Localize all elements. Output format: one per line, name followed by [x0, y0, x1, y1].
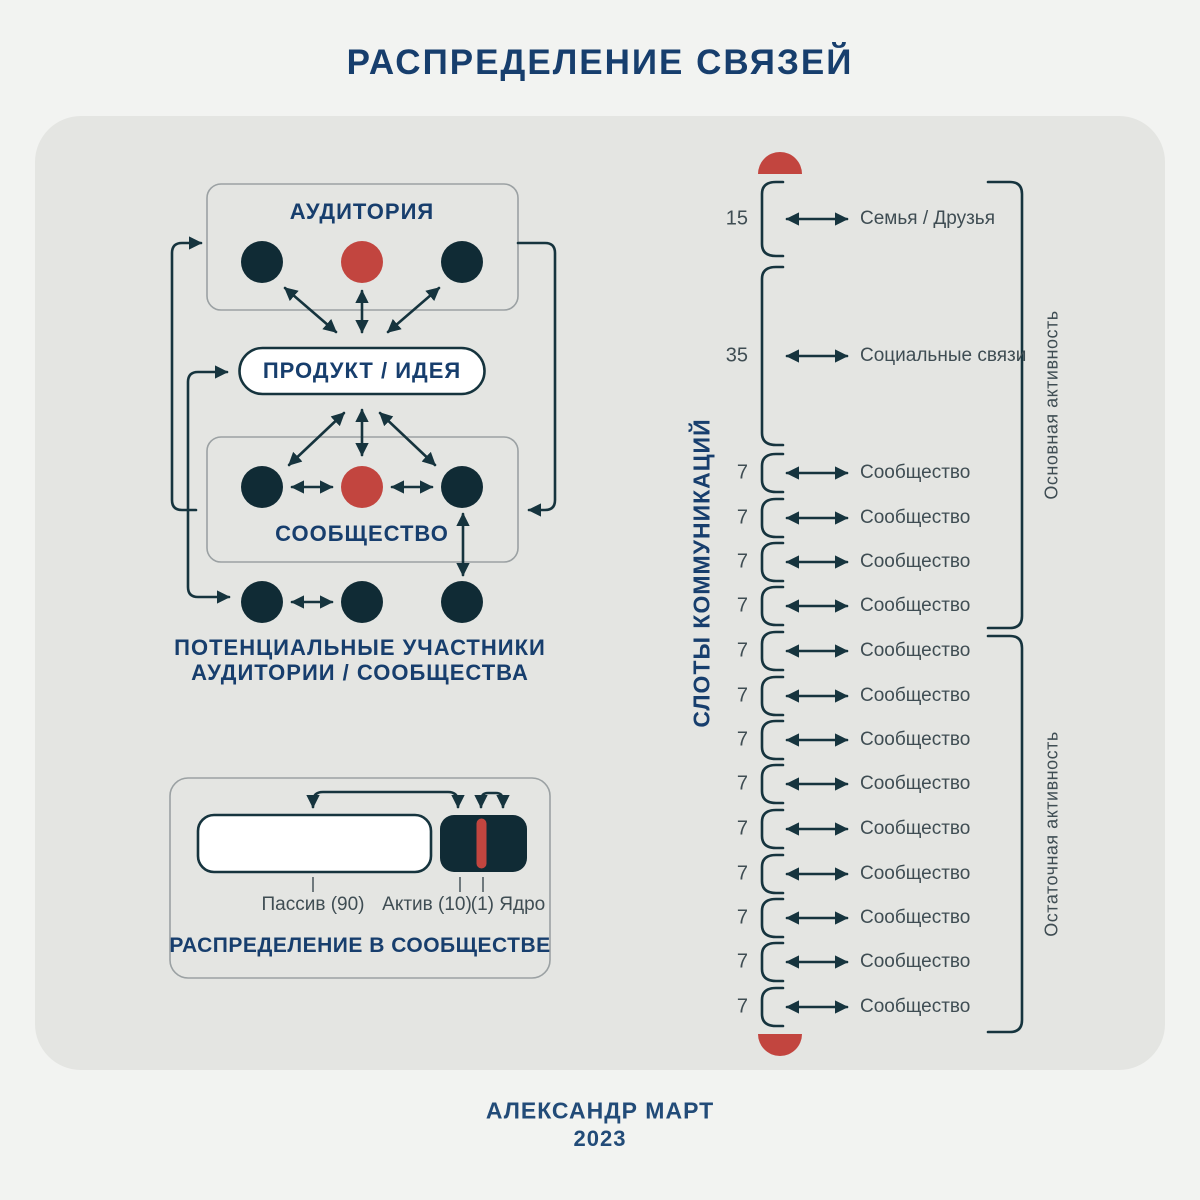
slot-label: Сообщество — [860, 685, 971, 706]
page-title: РАСПРЕДЕЛЕНИЕ СВЯЗЕЙ — [346, 43, 854, 82]
core-label: (1) Ядро — [470, 894, 546, 915]
slot-bracket — [760, 630, 785, 672]
slot-label: Сообщество — [860, 551, 971, 572]
feedback-connector-left-outer — [170, 236, 203, 512]
slot-value: 7 — [736, 995, 748, 1018]
distribution-title: РАСПРЕДЕЛЕНИЕ В СООБЩЕСТВЕ — [169, 934, 551, 957]
slot-bracket — [760, 719, 785, 761]
potential-label-line1: ПОТЕНЦИАЛЬНЫЕ УЧАСТНИКИ — [174, 635, 546, 660]
slot-label: Сообщество — [860, 595, 971, 616]
slot-bracket — [760, 497, 785, 539]
feedback-connector-right — [516, 241, 557, 517]
slot-label: Сообщество — [860, 996, 971, 1017]
slot-label: Сообщество — [860, 462, 971, 483]
product-label: ПРОДУКТ / ИДЕЯ — [262, 358, 462, 383]
passive-active-exchange-arc — [306, 790, 465, 809]
potential-node — [441, 581, 483, 623]
community-node — [441, 466, 483, 508]
slot-value: 15 — [725, 207, 748, 230]
slot-bracket — [760, 853, 785, 895]
audience-product-arrow — [283, 286, 338, 334]
residual-activity-bracket — [986, 634, 1024, 1034]
slot-bracket — [760, 452, 785, 494]
slot-label: Сообщество — [860, 729, 971, 750]
passive-label: Пассив (90) — [261, 894, 365, 915]
core-stripe-red — [476, 818, 487, 869]
community-product-arrow — [378, 411, 437, 467]
slot-bracket — [760, 541, 785, 583]
slot-label: Сообщество — [860, 863, 971, 884]
slot-value: 7 — [736, 506, 748, 529]
slot-bracket — [760, 941, 785, 983]
slot-value: 7 — [736, 906, 748, 929]
slot-label: Сообщество — [860, 907, 971, 928]
slot-value: 7 — [736, 728, 748, 751]
footer-year: 2023 — [573, 1126, 627, 1151]
community-label: СООБЩЕСТВО — [275, 521, 449, 546]
feedback-connector-left-inner — [186, 365, 231, 604]
slot-label: Сообщество — [860, 951, 971, 972]
slot-bracket — [760, 763, 785, 805]
slot-bracket — [760, 675, 785, 717]
red-cap-bottom — [758, 1034, 802, 1056]
slot-bracket — [760, 897, 785, 939]
slot-label: Сообщество — [860, 818, 971, 839]
slot-bracket — [760, 585, 785, 627]
community-core-node-red — [341, 466, 383, 508]
slot-bracket — [760, 808, 785, 850]
community-product-arrow — [287, 411, 346, 467]
slot-value: 7 — [736, 862, 748, 885]
active-label: Актив (10) — [382, 894, 472, 915]
potential-node — [241, 581, 283, 623]
slot-bracket — [760, 265, 785, 447]
potential-label-line2: АУДИТОРИИ / СООБЩЕСТВА — [191, 660, 529, 685]
slot-value: 7 — [736, 461, 748, 484]
red-cap-top — [758, 152, 802, 174]
potential-node — [341, 581, 383, 623]
slot-label: Семья / Друзья — [860, 208, 995, 229]
audience-product-arrow — [386, 286, 441, 334]
main-activity-bracket — [986, 180, 1024, 630]
slot-value: 7 — [736, 684, 748, 707]
audience-node — [241, 241, 283, 283]
slot-value: 35 — [725, 344, 748, 367]
community-node — [241, 466, 283, 508]
slot-bracket — [760, 180, 785, 258]
slot-value: 7 — [736, 550, 748, 573]
audience-core-node-red — [341, 241, 383, 283]
slot-label: Сообщество — [860, 773, 971, 794]
slot-label: Социальные связи — [860, 345, 1027, 366]
residual-activity-label: Остаточная активность — [1041, 731, 1062, 937]
slot-value: 7 — [736, 950, 748, 973]
slot-value: 7 — [736, 594, 748, 617]
active-core-exchange-arc — [474, 791, 510, 809]
footer-author: АЛЕКСАНДР МАРТ — [485, 1097, 715, 1124]
main-activity-label: Основная активность — [1041, 310, 1062, 500]
product-pill — [238, 346, 486, 396]
slot-value: 7 — [736, 639, 748, 662]
distribution-panel-box — [169, 777, 551, 979]
slot-bracket — [760, 986, 785, 1028]
passive-bar — [196, 813, 433, 874]
slot-label: Сообщество — [860, 640, 971, 661]
audience-node — [441, 241, 483, 283]
slot-label: Сообщество — [860, 507, 971, 528]
slot-value: 7 — [736, 817, 748, 840]
slot-value: 7 — [736, 772, 748, 795]
audience-label: АУДИТОРИЯ — [289, 199, 435, 224]
